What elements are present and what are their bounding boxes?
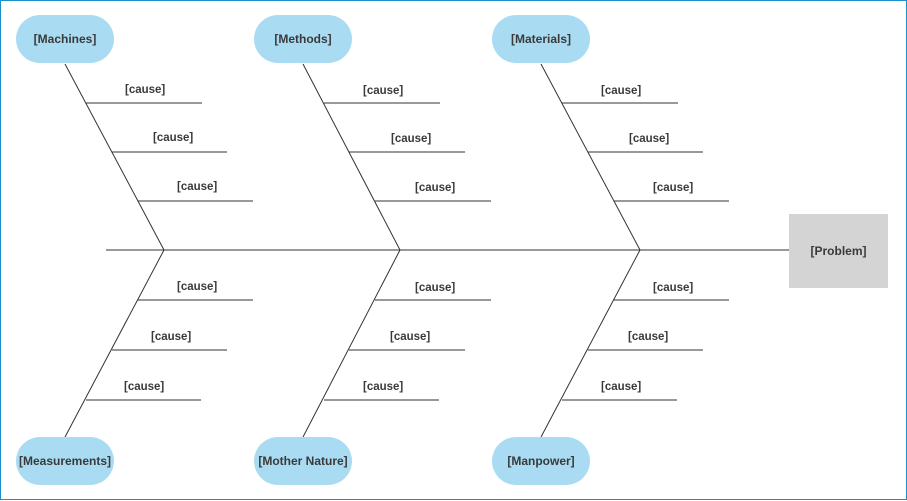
cause-label[interactable]: [cause] [363,85,404,97]
bone-mother-nature [302,249,401,438]
category-measurements[interactable]: [Measurements] [16,437,114,485]
cause-label[interactable]: [cause] [415,282,456,294]
cause-label[interactable]: [cause] [151,331,192,343]
cause-label[interactable]: [cause] [390,331,431,343]
cause-label[interactable]: [cause] [177,181,218,193]
category-manpower[interactable]: [Manpower] [492,437,590,485]
cause-label[interactable]: [cause] [628,331,669,343]
bone-methods [302,63,401,251]
bone-measurements [64,249,165,438]
bone-manpower [540,249,641,438]
cause-label[interactable]: [cause] [177,281,218,293]
cause-label[interactable]: [cause] [125,84,166,96]
category-machines[interactable]: [Machines] [16,15,114,63]
problem-box[interactable]: [Problem] [789,214,888,288]
cause-label[interactable]: [cause] [601,381,642,393]
cause-label[interactable]: [cause] [653,282,694,294]
bone-machines [64,63,165,251]
cause-label[interactable]: [cause] [629,133,670,145]
cause-label[interactable]: [cause] [153,132,194,144]
cause-label[interactable]: [cause] [363,381,404,393]
bone-materials [540,63,641,251]
cause-label[interactable]: [cause] [391,133,432,145]
cause-label[interactable]: [cause] [415,182,456,194]
category-mother-nature[interactable]: [Mother Nature] [254,437,352,485]
category-materials[interactable]: [Materials] [492,15,590,63]
cause-label[interactable]: [cause] [124,381,165,393]
category-methods[interactable]: [Methods] [254,15,352,63]
cause-label[interactable]: [cause] [601,85,642,97]
cause-label[interactable]: [cause] [653,182,694,194]
